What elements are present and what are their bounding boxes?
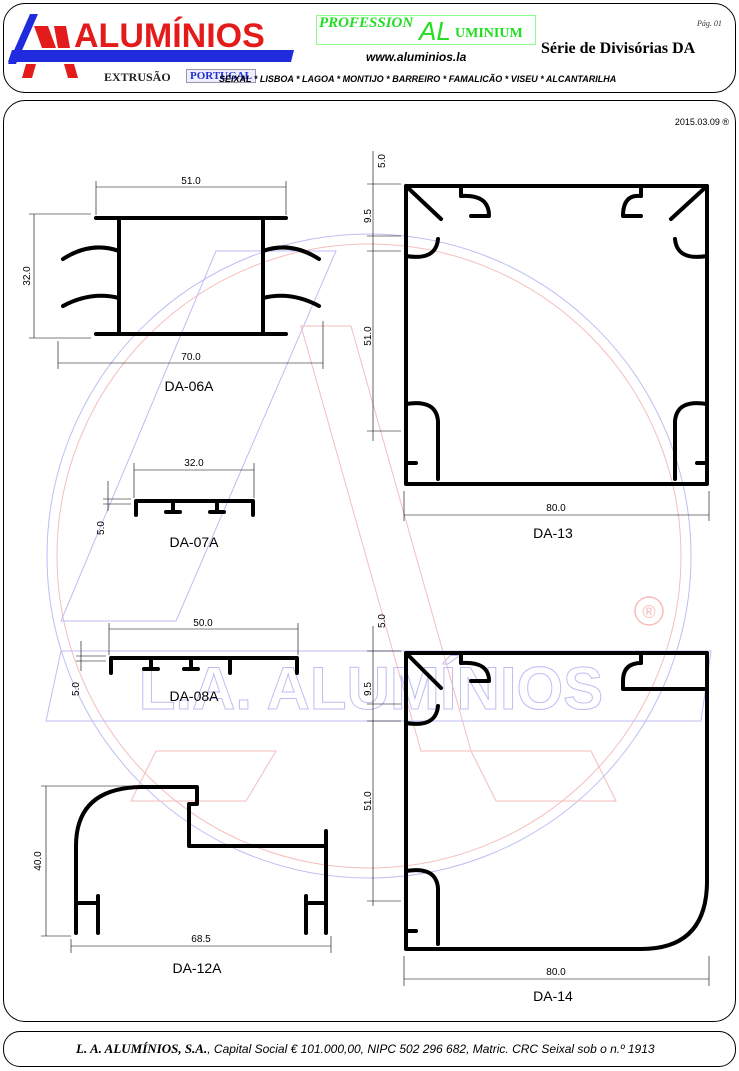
profile-label: DA-14	[533, 988, 573, 1004]
page-header: ALUMÍNIOS EXTRUSÃO PORTUGAL PROFESSION A…	[3, 3, 736, 93]
al-text: AL	[419, 16, 451, 46]
dim-height: 51.0	[363, 326, 374, 346]
profile-da-06a: 51.0 32.0 70.0 DA-06A	[22, 176, 324, 394]
footer-text: L. A. ALUMÍNIOS, S.A., Capital Social € …	[76, 1041, 655, 1057]
dim-top: 5.0	[377, 154, 388, 168]
company-details: , Capital Social € 101.000,00, NIPC 502 …	[207, 1042, 655, 1056]
profile-da-07a: 32.0 5.0 DA-07A	[96, 458, 255, 550]
profile-da-13: 5.0 9.5 51.0 80.0 DA-13	[363, 151, 710, 541]
dim-overall: 70.0	[181, 352, 201, 363]
drawing-sheet: L.A. ALUMÍNIOS ® 2015.03.09 ® 51.0 32.0 …	[3, 100, 736, 1022]
website-link[interactable]: www.aluminios.la	[366, 50, 467, 64]
profile-label: DA-12A	[172, 960, 222, 976]
dim-width: 32.0	[184, 458, 204, 469]
profession-text: PROFESSION	[319, 15, 414, 31]
dim-width: 50.0	[193, 618, 213, 629]
dim-width: 80.0	[546, 967, 566, 978]
dim-offset: 9.5	[363, 682, 374, 696]
dim-height: 5.0	[71, 682, 82, 696]
extrusao-label: EXTRUSÃO	[104, 70, 171, 84]
watermark: L.A. ALUMÍNIOS ®	[45, 233, 712, 879]
date-stamp: 2015.03.09 ®	[675, 117, 730, 127]
company-name: L. A. ALUMÍNIOS, S.A.	[76, 1041, 208, 1056]
dim-width: 68.5	[191, 934, 211, 945]
dim-height: 32.0	[22, 266, 33, 286]
profile-label: DA-13	[533, 525, 573, 541]
dim-height: 5.0	[96, 521, 107, 535]
profile-label: DA-06A	[164, 378, 214, 394]
dim-height: 51.0	[363, 791, 374, 811]
page-footer: L. A. ALUMÍNIOS, S.A., Capital Social € …	[3, 1031, 736, 1067]
profile-label: DA-08A	[169, 688, 219, 704]
profile-da-14: 5.0 9.5 51.0 80.0 DA-14	[363, 614, 710, 1004]
uminium-text: UMINIUM	[455, 26, 523, 41]
dim-offset: 9.5	[363, 209, 374, 223]
profession-aluminium-logo: PROFESSION AL UMINIUM	[316, 15, 536, 46]
company-logo-icon	[8, 14, 294, 78]
cities-list: SEIXAL * LISBOA * LAGOA * MONTIJO * BARR…	[219, 74, 617, 84]
dim-width: 51.0	[181, 176, 201, 187]
profile-da-12a: 40.0 68.5 DA-12A	[33, 785, 332, 976]
page-number: Pág. 01	[697, 19, 722, 28]
portugal-label: PORTUGAL	[186, 69, 256, 83]
dim-width: 80.0	[546, 503, 566, 514]
logo-text: ALUMÍNIOS	[74, 17, 265, 55]
profile-label: DA-07A	[169, 534, 219, 550]
series-title: Série de Divisórias DA	[541, 40, 696, 57]
watermark-registered: ®	[642, 602, 655, 622]
dim-height: 40.0	[33, 851, 44, 871]
dim-top: 5.0	[377, 614, 388, 628]
profile-da-08a: 50.0 5.0 DA-08A	[71, 618, 299, 704]
watermark-text: L.A. ALUMÍNIOS	[139, 655, 603, 722]
